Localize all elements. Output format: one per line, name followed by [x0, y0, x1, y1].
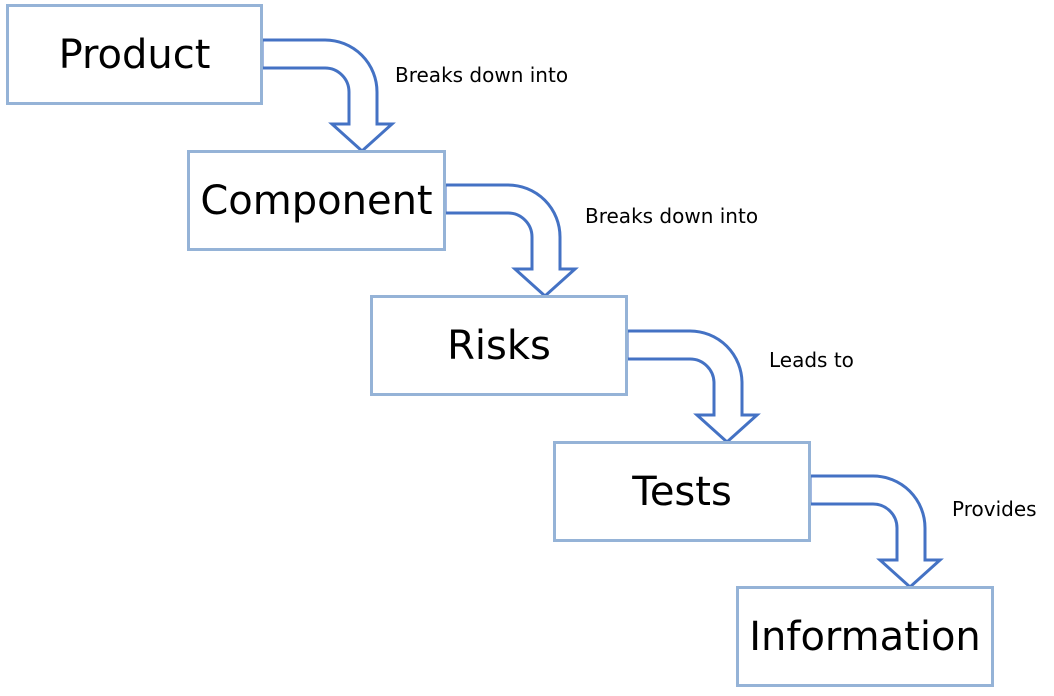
edge-label-provides: Provides	[952, 497, 1037, 521]
node-product: Product	[6, 4, 263, 105]
node-label: Risks	[447, 322, 551, 369]
bent-arrow-component-to-risks	[443, 183, 579, 299]
bent-arrow-product-to-component	[260, 38, 396, 154]
edge-label-breaks-down-into: Breaks down into	[395, 63, 569, 87]
node-information: Information	[736, 586, 994, 687]
bent-arrow-tests-to-information	[808, 474, 944, 590]
edge-label-leads-to: Leads to	[769, 348, 854, 372]
node-label: Component	[200, 177, 433, 224]
node-risks: Risks	[370, 295, 628, 396]
bent-arrow-risks-to-tests	[625, 329, 761, 445]
node-label: Information	[749, 613, 981, 660]
node-tests: Tests	[553, 441, 811, 542]
node-label: Product	[58, 31, 211, 78]
node-label: Tests	[632, 468, 732, 515]
edge-label-breaks-down-into: Breaks down into	[585, 204, 759, 228]
node-component: Component	[187, 150, 446, 251]
